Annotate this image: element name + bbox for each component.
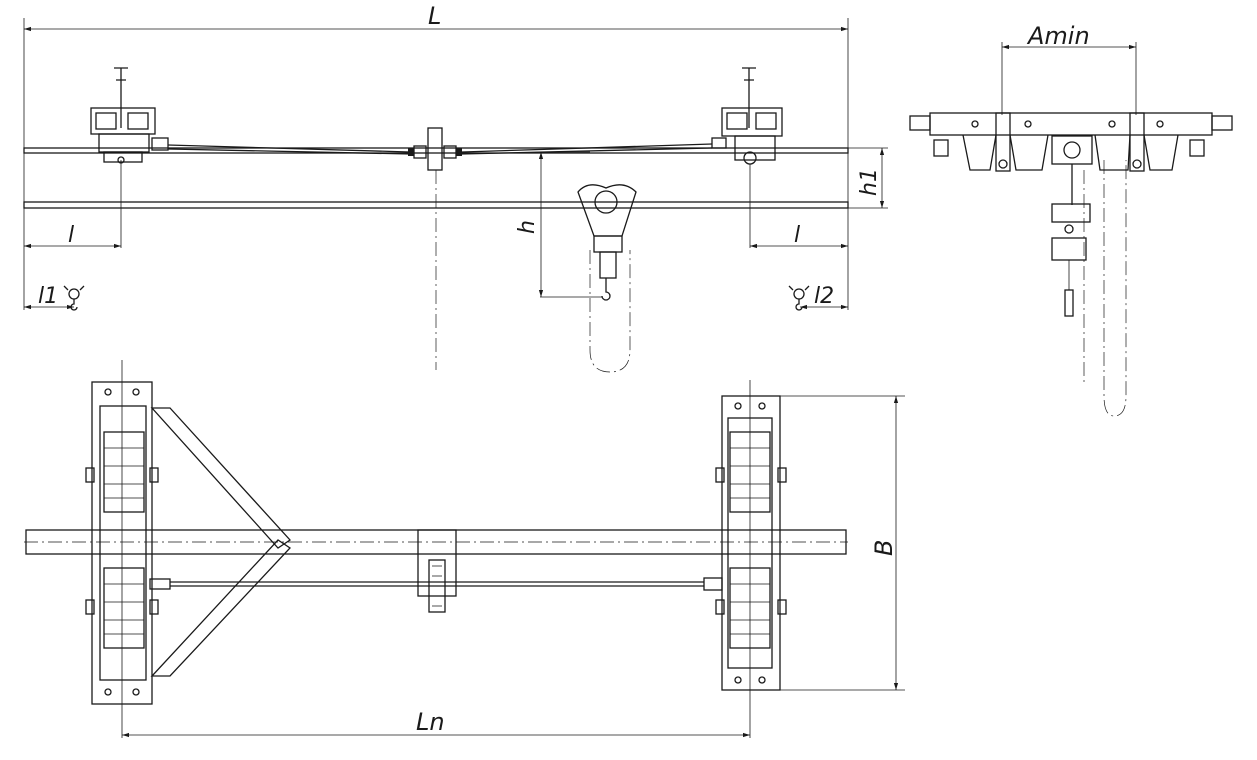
plan-view: B Ln bbox=[24, 360, 905, 738]
left-hook-icon bbox=[63, 285, 85, 311]
right-end-truck bbox=[711, 67, 783, 248]
chain-hoist bbox=[577, 184, 637, 373]
plan-left-carriage bbox=[85, 360, 291, 738]
dimension-Amin-label: Amin bbox=[1026, 22, 1090, 50]
dimension-l-right-label: l bbox=[794, 223, 800, 248]
dimension-l2-label: l2 bbox=[814, 284, 834, 309]
dimension-h-label: h bbox=[515, 220, 540, 234]
front-elevation: L bbox=[23, 2, 888, 373]
dimension-h1-label: h1 bbox=[857, 168, 882, 196]
left-end-truck bbox=[90, 67, 169, 248]
dimension-B-label: B bbox=[870, 540, 898, 556]
dimension-Ln-label: Ln bbox=[416, 708, 445, 736]
right-hook-icon bbox=[788, 285, 810, 311]
center-drive bbox=[408, 127, 462, 370]
side-view: Amin bbox=[909, 22, 1233, 417]
dimension-l1-label: l1 bbox=[38, 284, 58, 309]
plan-right-carriage bbox=[715, 380, 787, 738]
dimension-l-left-label: l bbox=[68, 223, 74, 248]
dimension-L-label: L bbox=[428, 2, 441, 30]
